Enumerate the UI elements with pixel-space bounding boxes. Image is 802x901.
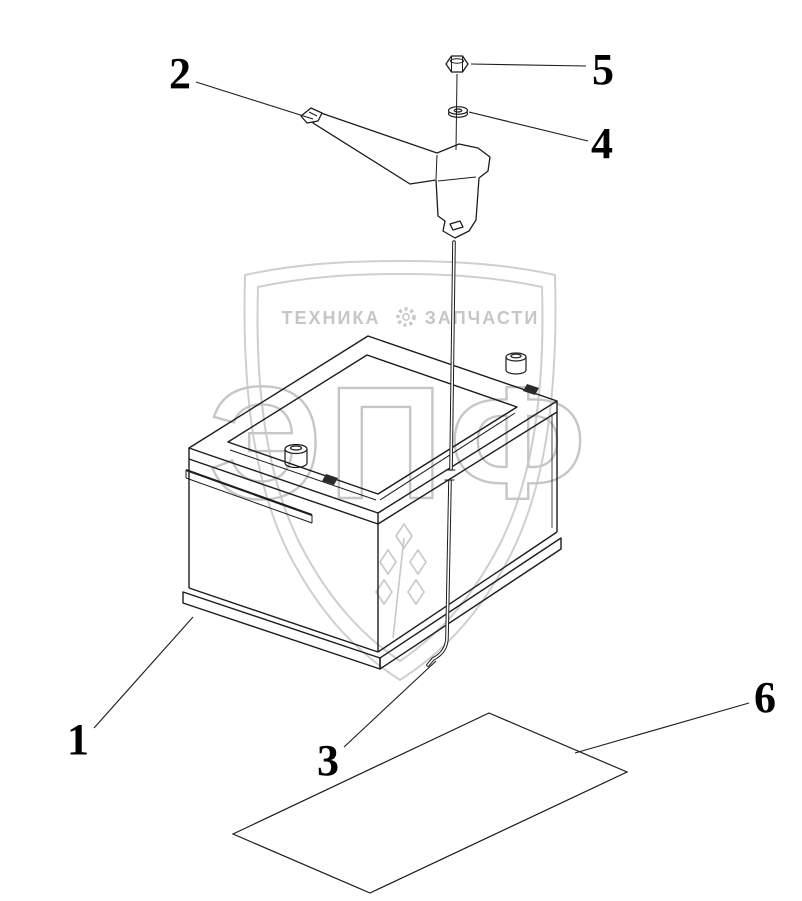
callouts: 2 5 4 1 3 6 (67, 45, 776, 785)
hold-down-bracket (300, 107, 491, 239)
watermark-shield-inner (256, 272, 544, 663)
callout-label-4: 4 (591, 119, 613, 168)
gear-icon (396, 307, 416, 327)
bracket-body (312, 112, 491, 239)
nut (445, 55, 469, 73)
battery-vent-cap-front (322, 474, 338, 485)
watermark: ТЕХНИКА ЗАПЧАСТИ ЭПФ (207, 259, 591, 682)
bracket-tab (300, 107, 323, 124)
tie-rod (426, 240, 456, 667)
leader-lines (93, 63, 750, 754)
leader-line-4 (468, 111, 589, 142)
callout-label-3: 3 (317, 736, 339, 785)
leader-line-1 (93, 616, 194, 729)
leader-line-2 (195, 81, 314, 120)
battery (182, 335, 562, 670)
callout-label-2: 2 (169, 49, 191, 98)
leader-line-3 (343, 660, 437, 748)
battery-terminal-front (284, 443, 308, 469)
callout-label-6: 6 (754, 673, 776, 722)
leader-line-5 (470, 63, 587, 67)
battery-base-flange-right (379, 537, 562, 670)
bolt-axis-line (455, 73, 458, 151)
battery-terminal-rear (505, 352, 527, 375)
callout-label-1: 1 (67, 715, 89, 764)
watermark-shield-outer (243, 259, 557, 682)
wheat-ear-icon (375, 522, 427, 639)
battery-base-flange-front (182, 591, 381, 670)
battery-vent-cap-rear (523, 384, 539, 395)
watermark-monogram: ЭПФ (208, 353, 591, 532)
callout-label-5: 5 (592, 45, 614, 94)
watermark-word-left: ТЕХНИКА (282, 308, 381, 328)
bracket-foot-hole (449, 220, 464, 231)
leader-line-6 (574, 702, 750, 754)
watermark-word-right: ЗАПЧАСТИ (425, 308, 540, 328)
washer (447, 106, 469, 118)
base-plate (231, 712, 629, 894)
